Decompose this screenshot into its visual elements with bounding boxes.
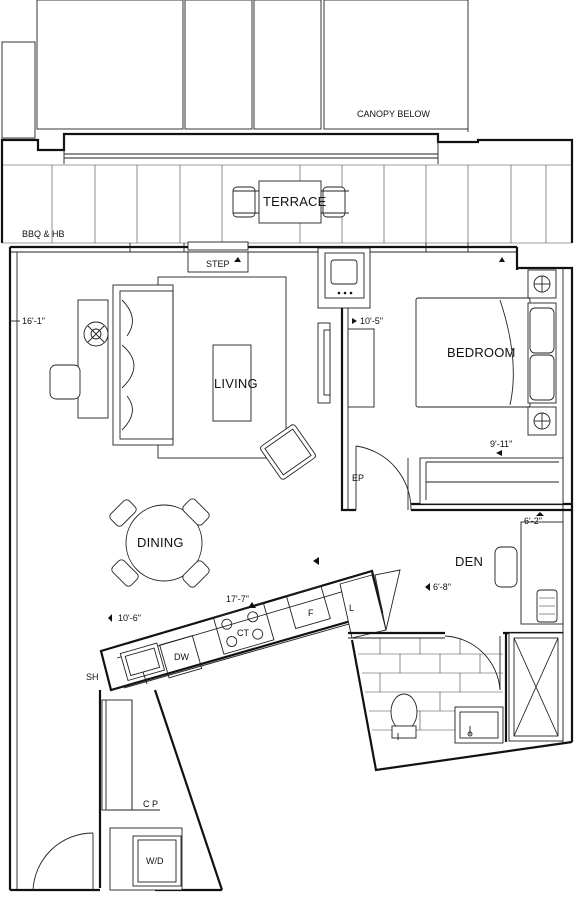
living-dimension: 16'-1" [22, 316, 45, 326]
bedroom-label: BEDROOM [447, 345, 516, 360]
entry-corridor [32, 699, 183, 891]
dining-furniture [109, 498, 210, 588]
terrace-area [0, 132, 574, 244]
living-label: LIVING [214, 376, 258, 391]
terrace-label: TERRACE [263, 194, 327, 209]
ct-label: CT [237, 628, 249, 638]
ep-label: EP [352, 473, 364, 483]
bbq-label: BBQ & HB [22, 229, 65, 239]
den-width-dimension: 6'-2" [524, 516, 542, 526]
l-label: L [349, 603, 354, 613]
den-depth-dimension: 6'-8" [433, 582, 451, 592]
canopy-label: CANOPY BELOW [357, 109, 430, 119]
dw-label: DW [174, 652, 189, 662]
bedroom-furniture [317, 247, 564, 505]
kitchen [99, 569, 401, 692]
sliding-door [129, 241, 469, 273]
bedroom-closet-dimension: 9'-11" [490, 439, 512, 449]
canopy-panels [1, 0, 469, 139]
fridge-label: F [308, 608, 314, 618]
bathroom [348, 631, 564, 744]
dining-label: DINING [137, 535, 184, 550]
den-label: DEN [455, 554, 483, 569]
den-furniture [494, 521, 564, 625]
living-furniture [49, 276, 316, 480]
bedroom-width-dimension: 10'-5" [360, 316, 383, 326]
sh-label: SH [86, 672, 99, 682]
wd-label: W/D [146, 856, 164, 866]
kitchen-dimension: 17'-7" [226, 594, 249, 604]
step-label: STEP [206, 259, 230, 269]
dining-dimension: 10'-6" [118, 613, 141, 623]
cp-label: C P [143, 799, 158, 809]
